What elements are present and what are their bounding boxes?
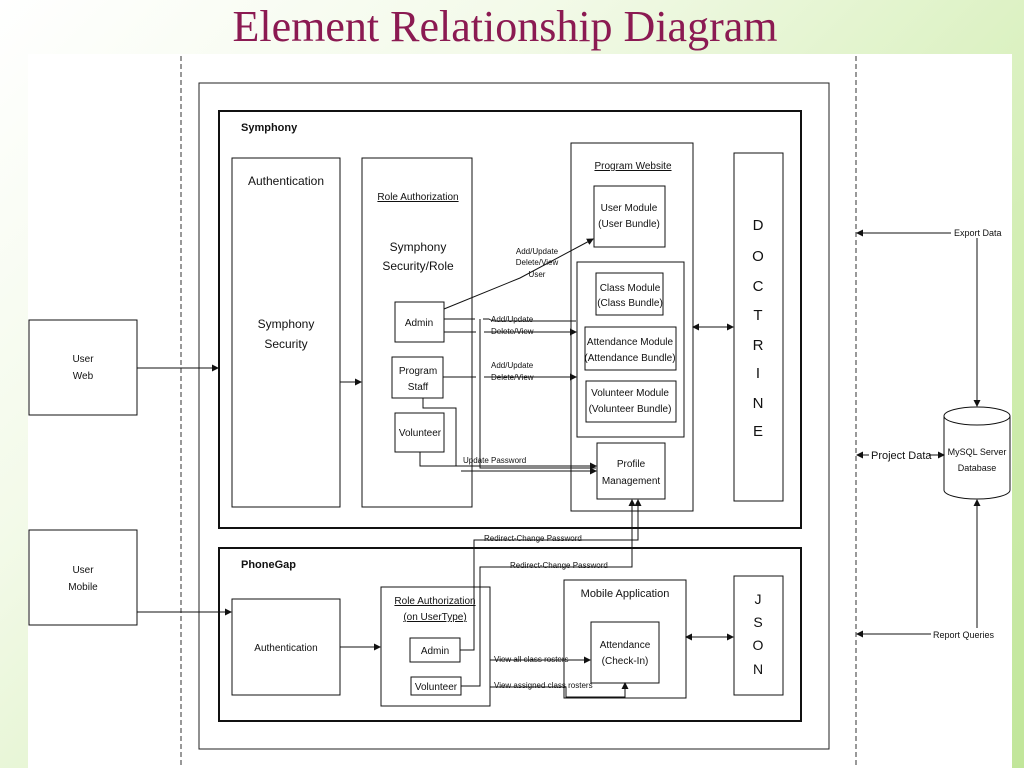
user-crud-label-1: Add/Update [516, 247, 559, 256]
volunteer-label: Volunteer [399, 428, 442, 439]
staff-line-2: Staff [408, 382, 429, 393]
authentication-title: Authentication [248, 174, 324, 188]
user-web-line-1: User [72, 354, 94, 365]
user-crud-label-3: User [529, 270, 546, 279]
doctrine-letter: R [753, 337, 764, 354]
admin-bundle-line-1 [444, 318, 576, 322]
admin-crud-label-2: Delete/View [491, 327, 534, 336]
program-staff-box: Program Staff [391, 356, 444, 399]
class-module-box: Class Module (Class Bundle) [595, 272, 664, 316]
admin-label: Admin [405, 318, 433, 329]
admin-to-user-module-arrow [443, 238, 594, 310]
role-sub-line-2: Security/Role [382, 259, 454, 273]
view-all-rosters-label: View all class rosters [494, 655, 569, 664]
attendance-module-line-2: (Attendance Bundle) [584, 353, 675, 364]
admin-role-box: Admin [394, 301, 445, 343]
symphony-label: Symphony [241, 122, 298, 134]
profile-line-2: Management [602, 476, 661, 487]
db-line-2: Database [958, 463, 997, 473]
doctrine-letter: I [756, 365, 760, 382]
json-letter: J [755, 591, 762, 607]
phonegap-label: PhoneGap [241, 559, 296, 571]
role-auth-title: Role Authorization [377, 192, 458, 203]
phonegap-container: PhoneGap [218, 547, 802, 722]
attendance-checkin-line-1: Attendance [600, 640, 651, 651]
user-module-line-1: User Module [601, 203, 658, 214]
mobile-role-auth-line-1: Role Authorization [394, 596, 475, 607]
user-mobile-box: User Mobile [28, 529, 138, 626]
user-web-line-2: Web [73, 371, 94, 382]
user-web-box: User Web [28, 319, 138, 416]
mobile-admin-box: Admin [409, 637, 461, 663]
attendance-checkin-box: Attendance (Check-In) [590, 621, 660, 684]
user-mobile-line-2: Mobile [68, 582, 98, 593]
staff-crud-label-2: Delete/View [491, 373, 534, 382]
doctrine-box: D O C T R I N E [733, 152, 784, 502]
mobile-role-auth-line-2: (on UserType) [403, 612, 466, 623]
report-queries-label: Report Queries [933, 630, 995, 640]
user-module-line-2: (User Bundle) [598, 219, 660, 230]
staff-crud-label-1: Add/Update [491, 361, 534, 370]
project-data-label: Project Data [871, 450, 932, 462]
user-crud-label-2: Delete/View [516, 258, 559, 267]
doctrine-letter: O [752, 248, 764, 265]
doctrine-letter: D [753, 217, 764, 234]
diagram-panel: Symphony Authentication Symphony Securit… [28, 54, 1012, 768]
user-mobile-line-1: User [72, 565, 94, 576]
profile-line-1: Profile [617, 459, 646, 470]
redirect-password-label-1: Redirect-Change Password [484, 534, 582, 543]
user-module-box: User Module (User Bundle) [593, 185, 666, 248]
volunteer-module-line-2: (Volunteer Bundle) [589, 404, 672, 415]
json-letter: O [753, 637, 764, 653]
admin-crud-label-1: Add/Update [491, 315, 534, 324]
bundle-group-box [576, 261, 685, 438]
profile-management-box: Profile Management [596, 442, 666, 500]
symphony-container: Symphony [218, 110, 802, 529]
mobile-authentication-label: Authentication [254, 643, 317, 654]
volunteer-role-box: Volunteer [394, 412, 445, 453]
mobile-authentication-box: Authentication [231, 598, 341, 696]
system-frame [198, 82, 830, 750]
json-letter: S [753, 614, 762, 630]
redirect-password-label-2: Redirect-Change Password [510, 561, 608, 570]
mobile-volunteer-box: Volunteer [410, 676, 462, 696]
update-password-label: Update Password [463, 456, 526, 465]
redirect-password-2-line [461, 499, 636, 687]
view-assigned-rosters-label: View assigned class rosters [494, 681, 593, 690]
mysql-database-cylinder: MySQL Server Database [943, 406, 1011, 500]
role-sub-line-1: Symphony [390, 240, 447, 254]
doctrine-letter: N [753, 395, 764, 412]
class-module-line-1: Class Module [600, 283, 661, 294]
export-data-label: Export Data [954, 228, 1002, 238]
mobile-application-title: Mobile Application [581, 588, 670, 600]
security-line-1: Symphony [258, 317, 315, 331]
json-letter: N [753, 661, 763, 677]
symphony-authentication-box: Authentication Symphony Security [231, 157, 341, 508]
volunteer-module-box: Volunteer Module (Volunteer Bundle) [585, 380, 677, 423]
view-assigned-rosters-arrow [490, 682, 629, 698]
doctrine-letter: E [753, 423, 763, 440]
slide-title: Element Relationship Diagram [232, 2, 778, 51]
doctrine-letter: C [753, 278, 764, 295]
security-line-2: Security [264, 337, 307, 351]
class-module-line-2: (Class Bundle) [597, 298, 663, 309]
mobile-volunteer-label: Volunteer [415, 682, 458, 693]
system-boundary [180, 56, 857, 768]
attendance-module-box: Attendance Module (Attendance Bundle) [584, 326, 677, 371]
redirect-password-1-line [460, 499, 642, 651]
db-line-1: MySQL Server [948, 447, 1007, 457]
diagram-canvas: Symphony Authentication Symphony Securit… [28, 56, 1011, 768]
volunteer-module-line-1: Volunteer Module [591, 388, 669, 399]
mobile-role-auth-box: Role Authorization (on UserType) [380, 586, 491, 707]
attendance-checkin-line-2: (Check-In) [602, 656, 649, 667]
attendance-module-line-1: Attendance Module [587, 337, 674, 348]
staff-line-1: Program [399, 366, 437, 377]
json-box: J S O N [733, 575, 784, 696]
program-website-title: Program Website [594, 161, 672, 172]
doctrine-letter: T [753, 307, 762, 324]
admin-to-profile-line [479, 319, 596, 469]
volunteer-to-profile-line [419, 452, 596, 467]
report-queries-link [856, 499, 981, 638]
mobile-admin-label: Admin [421, 646, 449, 657]
